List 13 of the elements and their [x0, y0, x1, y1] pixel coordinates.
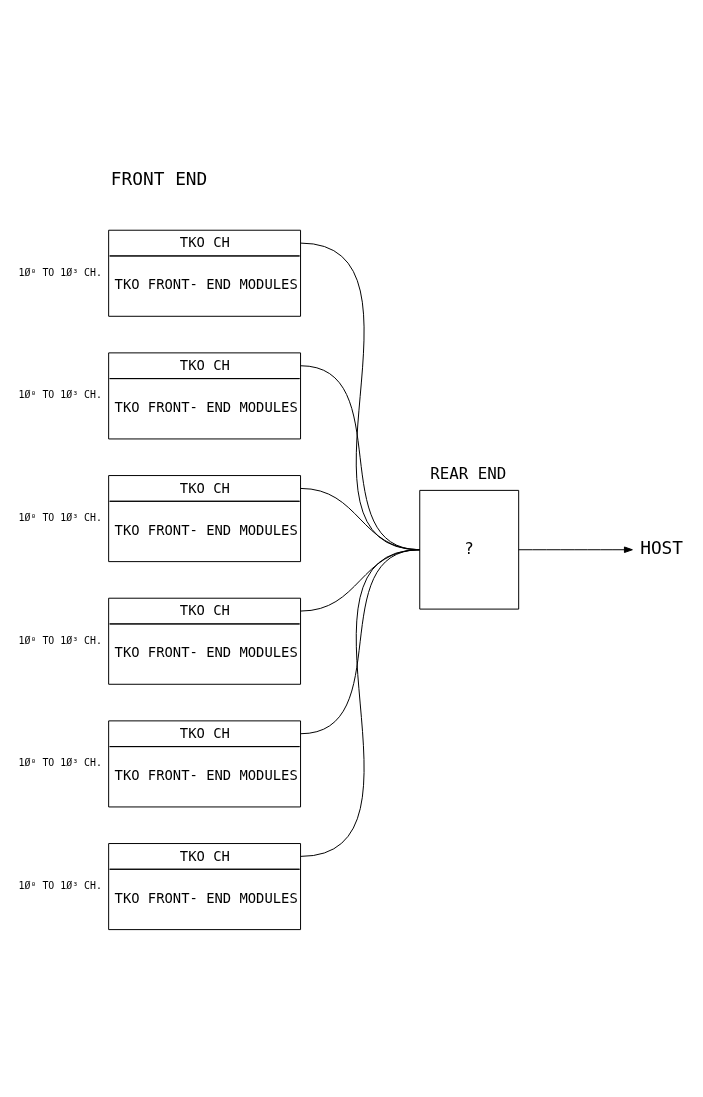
connector [300, 548, 421, 734]
connector [300, 548, 421, 857]
node-label: 1Ø⁰ TO 1Ø³ CH. [18, 756, 102, 768]
node-label: 1Ø⁰ TO 1Ø³ CH. [18, 511, 102, 523]
arrow [518, 545, 633, 553]
node-box: ? [419, 489, 520, 610]
node-label: 1Ø⁰ TO 1Ø³ CH. [18, 388, 102, 400]
node-label: 1Ø⁰ TO 1Ø³ CH. [18, 634, 102, 646]
node-text: HOST [640, 536, 684, 558]
node-label: REAR END [430, 463, 507, 483]
node-label: 1Ø⁰ TO 1Ø³ CH. [18, 879, 102, 891]
label: FRONT END [110, 167, 208, 189]
node-label: 1Ø⁰ TO 1Ø³ CH. [18, 266, 102, 278]
